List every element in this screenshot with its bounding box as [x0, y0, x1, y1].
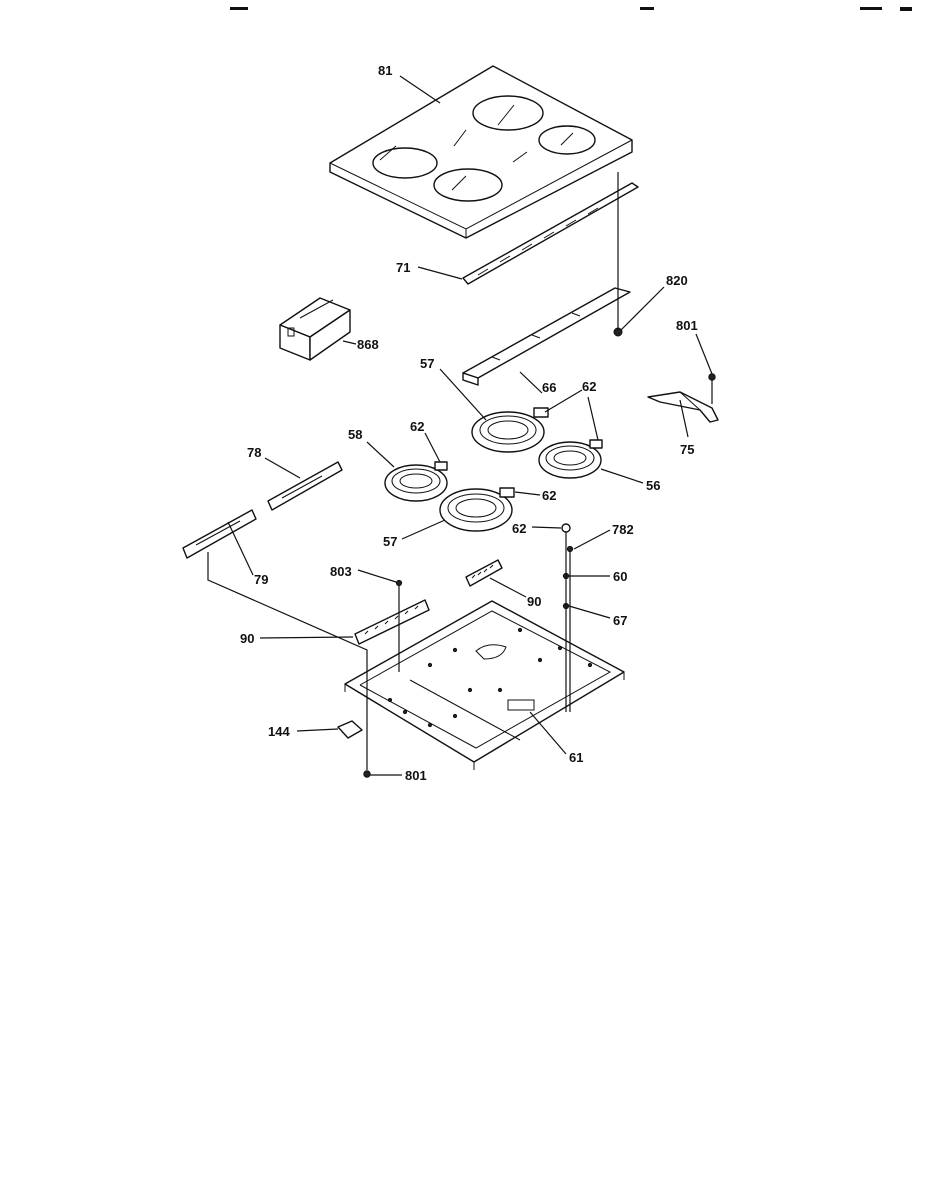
trim-strip-71-part: [462, 182, 639, 285]
callout-57-bottom: 57: [383, 534, 397, 549]
top-cropped-text-strip: [0, 0, 925, 11]
screw-782: [566, 545, 574, 553]
callout-782: 782: [612, 522, 634, 537]
callout-58: 58: [348, 427, 362, 442]
callout-801-bottom: 801: [405, 768, 427, 783]
bracket-66-part: [462, 287, 631, 386]
bracket-75-part: [647, 391, 719, 423]
screw-803: [395, 579, 403, 587]
callout-820: 820: [666, 273, 688, 288]
callout-81-top: 81: [378, 63, 392, 78]
trim-strip-78-part: [267, 461, 343, 511]
terminal-block-868-part: [279, 297, 351, 361]
callout-61-bottom: 61: [569, 750, 583, 765]
clip-62: [561, 523, 571, 533]
callout-62-b: 62: [410, 419, 424, 434]
callout-868: 868: [357, 337, 379, 352]
bottom-pan-part: [344, 600, 625, 770]
callout-leaders: [227, 75, 713, 776]
callout-62-d: 62: [512, 521, 526, 536]
callout-71: 71: [396, 260, 410, 275]
callout-801-right: 801: [676, 318, 698, 333]
rail-90-left-part: [354, 599, 430, 645]
callout-66: 66: [542, 380, 556, 395]
callout-labels: 81 71 820 801 868 57 66 62 75 58 62 78 5…: [240, 63, 698, 783]
callout-57-top: 57: [420, 356, 434, 371]
callout-75: 75: [680, 442, 694, 457]
callout-67: 67: [613, 613, 627, 628]
alignment-lines: [207, 172, 713, 770]
trim-strip-79-part: [182, 509, 257, 559]
callout-90-left: 90: [240, 631, 254, 646]
callout-79: 79: [254, 572, 268, 587]
callout-62-a: 62: [582, 379, 596, 394]
callout-78: 78: [247, 445, 261, 460]
radiant-element-57-bottom-part: [439, 487, 515, 532]
screw-801-right: [708, 373, 716, 381]
screw-801-bottom: [363, 770, 371, 778]
part-144: [337, 720, 363, 739]
callout-803: 803: [330, 564, 352, 579]
callout-62-c: 62: [542, 488, 556, 503]
callout-60: 60: [613, 569, 627, 584]
callout-144: 144: [268, 724, 290, 739]
callout-56: 56: [646, 478, 660, 493]
callout-90-right: 90: [527, 594, 541, 609]
radiant-element-56-part: [538, 439, 603, 479]
radiant-element-58-part: [384, 461, 448, 502]
radiant-element-57-top-part: [471, 407, 549, 453]
glass-cooktop-part: [329, 65, 633, 239]
rail-90-right-part: [465, 559, 503, 587]
